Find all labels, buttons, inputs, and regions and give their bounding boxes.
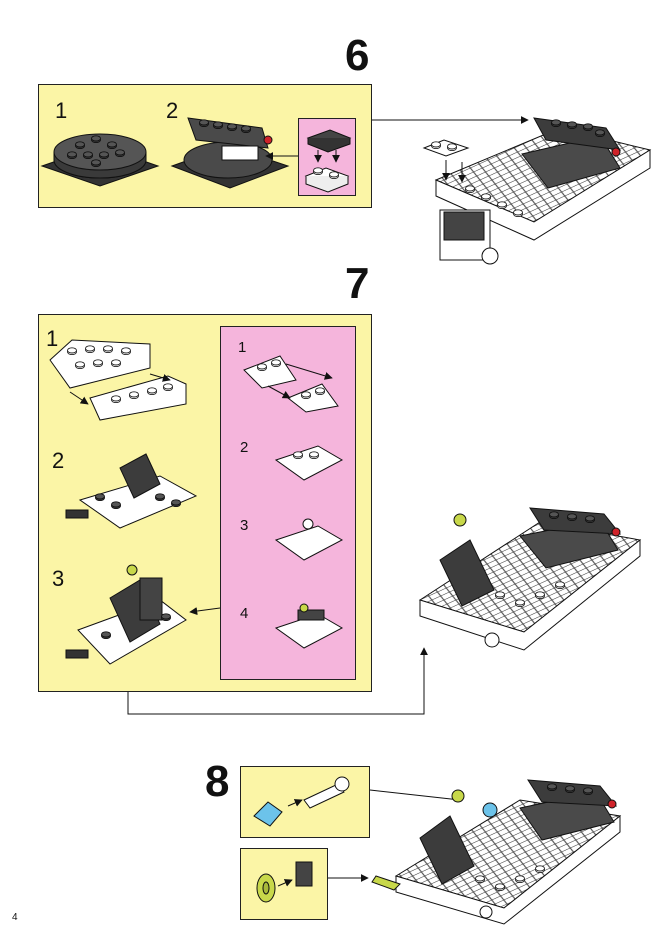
step-7-substep-2: 2 xyxy=(52,448,65,473)
step-6-inset-bricks xyxy=(304,129,352,193)
step-8-bottom-parts xyxy=(256,861,313,903)
step-7-cockpit-3 xyxy=(65,564,187,665)
step-7-substep-1: 1 xyxy=(46,326,59,351)
step-7-inset-substep-4: 4 xyxy=(240,605,249,622)
step-6-substep-2: 2 xyxy=(166,98,179,123)
step-7-model xyxy=(418,507,642,651)
step-7-inset-arrow xyxy=(189,607,221,616)
step-7-substep-3: 3 xyxy=(52,566,65,591)
step-7-number: 7 xyxy=(345,259,370,308)
step-7-main-arrow xyxy=(127,647,428,715)
step-6-substep-1: 1 xyxy=(55,98,68,123)
step-6-turntable-1 xyxy=(40,133,160,187)
step-7-inset-panel xyxy=(220,326,356,680)
step-8-top-parts xyxy=(253,776,350,827)
step-7-cockpit-2 xyxy=(65,453,198,529)
step-7-inset-substep-2: 2 xyxy=(240,439,249,456)
page-number: 4 xyxy=(12,912,18,923)
step-7-inset-substep-3: 3 xyxy=(240,517,249,534)
step-6-number: 6 xyxy=(345,31,370,80)
step-6-model xyxy=(422,117,652,265)
step-7-wing-plates xyxy=(49,339,187,421)
step-8-top-connector xyxy=(369,789,461,801)
step-8-number: 8 xyxy=(205,757,230,806)
step-8-model xyxy=(371,779,622,925)
step-7-inset-parts xyxy=(243,355,344,649)
step-7-inset-substep-1: 1 xyxy=(238,339,247,356)
step-6-turntable-2 xyxy=(170,117,290,189)
